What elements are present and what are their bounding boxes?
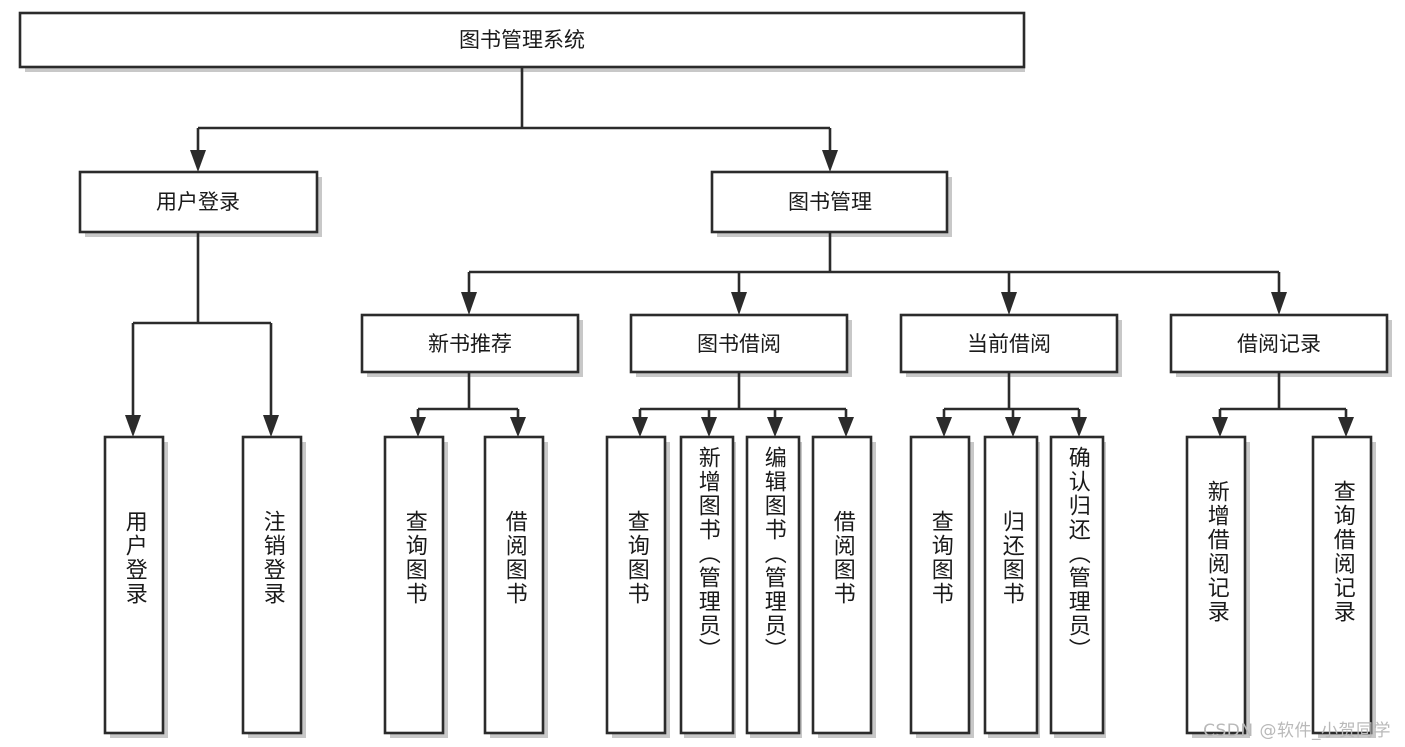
node-book-manage-label: 图书管理 xyxy=(788,190,872,214)
node-borrow-record-label: 借阅记录 xyxy=(1237,332,1321,356)
leaf-box-add-record[interactable] xyxy=(1185,435,1247,735)
connector-lines xyxy=(131,67,1348,417)
leaf-box-user-login[interactable] xyxy=(103,435,165,735)
leaf-box-query-book-1[interactable] xyxy=(383,435,445,735)
node-book-borrow[interactable]: 图书借阅 xyxy=(629,313,849,374)
csdn-watermark: CSDN @软件_小贺同学 xyxy=(1203,721,1391,741)
node-current-borrow-label: 当前借阅 xyxy=(967,332,1051,356)
leaf-box-user-logout[interactable] xyxy=(241,435,303,735)
node-root[interactable]: 图书管理系统 xyxy=(18,11,1026,69)
leaf-box-query-record[interactable] xyxy=(1311,435,1373,735)
leaf-box-edit-book[interactable] xyxy=(745,435,801,735)
leaf-box-return-book[interactable] xyxy=(983,435,1039,735)
node-borrow-record[interactable]: 借阅记录 xyxy=(1169,313,1389,374)
leaf-box-confirm-return[interactable] xyxy=(1049,435,1105,735)
leaf-box-borrow-book-1[interactable] xyxy=(483,435,545,735)
leaf-boxes xyxy=(103,435,1373,735)
node-new-book-recommend-label: 新书推荐 xyxy=(428,332,512,356)
node-new-book-recommend[interactable]: 新书推荐 xyxy=(360,313,580,374)
node-book-borrow-label: 图书借阅 xyxy=(697,332,781,356)
leaf-box-add-book[interactable] xyxy=(679,435,735,735)
node-book-manage[interactable]: 图书管理 xyxy=(710,170,949,234)
leaf-box-query-book-2[interactable] xyxy=(605,435,667,735)
node-root-label: 图书管理系统 xyxy=(459,28,585,52)
node-user-login[interactable]: 用户登录 xyxy=(78,170,319,234)
leaf-box-borrow-book-2[interactable] xyxy=(811,435,873,735)
connector-arrowheads xyxy=(125,150,1354,437)
node-current-borrow[interactable]: 当前借阅 xyxy=(899,313,1119,374)
node-user-login-label: 用户登录 xyxy=(156,190,240,214)
leaf-box-query-book-3[interactable] xyxy=(909,435,971,735)
